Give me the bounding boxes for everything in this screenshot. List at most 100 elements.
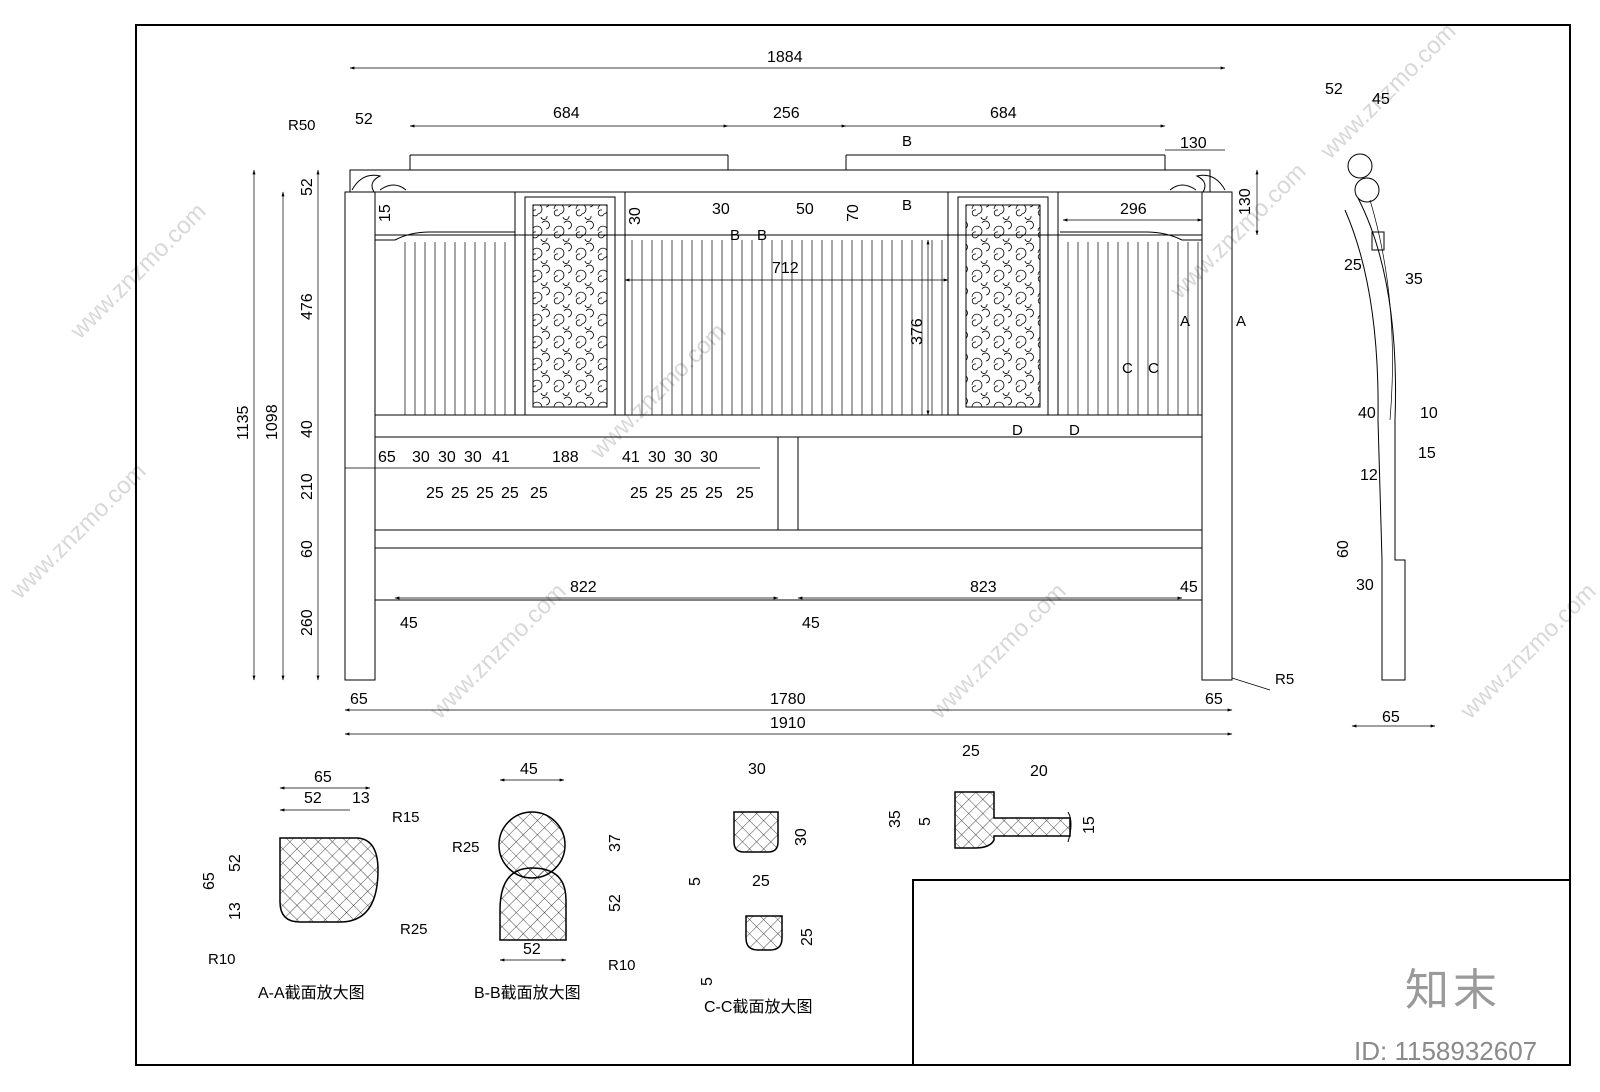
dim-slat-height: 376 <box>909 318 926 345</box>
dim-top-right: 130 <box>1180 135 1207 152</box>
section-mark: D <box>1069 422 1080 439</box>
radius-label: R50 <box>288 117 316 134</box>
dim-left-height: 60 <box>299 540 316 558</box>
dim-bottom: 65 <box>1205 691 1223 708</box>
dim-total-height: 1098 <box>264 404 281 440</box>
foot-radius: R5 <box>1275 671 1294 688</box>
side-dim: 65 <box>1382 709 1400 726</box>
dim-leg-offset: 45 <box>1180 579 1198 596</box>
side-dim: 15 <box>1418 445 1436 462</box>
cc-dim: 30 <box>748 761 766 778</box>
dim-total-height: 1135 <box>235 405 252 440</box>
front-view <box>344 154 1233 681</box>
spacing-25-label: 25 <box>530 485 548 502</box>
corner-carving <box>351 174 407 193</box>
section-mark: B <box>902 197 912 214</box>
section-mark: B <box>902 133 912 150</box>
joint-dim: 25 <box>962 743 980 760</box>
aa-caption: A-A截面放大图 <box>258 984 365 1002</box>
dim-center-span: 712 <box>772 260 799 277</box>
section-mark: B <box>757 227 767 244</box>
left-post <box>344 191 376 681</box>
side-dim: 10 <box>1420 405 1438 422</box>
spacing-25-label: 25 <box>426 485 444 502</box>
dim-overall-bottom: 1910 <box>770 715 806 732</box>
dim-lower-mid: 41 <box>622 449 640 466</box>
aa-dim: 65 <box>314 769 332 786</box>
side-dim: 45 <box>1372 91 1390 108</box>
bb-dim: 45 <box>520 761 538 778</box>
cc-dim: 30 <box>793 828 810 846</box>
side-dim: 35 <box>1405 271 1423 288</box>
dim-rail-offset: 15 <box>377 204 394 222</box>
spacing-25-label: 25 <box>705 485 723 502</box>
drawing-border <box>135 24 1571 1066</box>
bb-dim: 52 <box>523 941 541 958</box>
joint-dim: 5 <box>917 817 934 826</box>
dim-leg-offset: 45 <box>400 615 418 632</box>
carved-panel-right <box>957 196 1049 416</box>
aa-dim: 52 <box>304 790 322 807</box>
front-dimensions: 1884 684 256 684 52 R50 130 52 476 40 21… <box>235 49 1294 736</box>
section-mark: C <box>1122 360 1133 377</box>
dim-left-height: 476 <box>299 293 316 320</box>
watermark-text: www.znzmo.com <box>1454 578 1600 725</box>
dim-top-seg: 684 <box>553 105 580 122</box>
cc-dim: 25 <box>752 873 770 890</box>
side-dim: 25 <box>1344 257 1362 274</box>
dim-left-height: 40 <box>299 420 316 438</box>
dim-left-height: 260 <box>299 609 316 636</box>
bb-radius: R10 <box>608 957 636 974</box>
dim-lower-left: 30 <box>412 449 430 466</box>
section-mark: C <box>1148 360 1159 377</box>
dim-lower-mid: 30 <box>674 449 692 466</box>
bb-radius: R25 <box>452 839 480 856</box>
dim-lower-span: 822 <box>570 579 597 596</box>
dim-lower-left: 30 <box>464 449 482 466</box>
carved-panel-left <box>524 196 616 416</box>
side-dimensions: 52 45 25 35 40 10 15 12 60 30 65 <box>1325 81 1438 728</box>
joint-dim: 35 <box>887 810 904 828</box>
section-mark: A <box>1236 313 1246 330</box>
spacing-25-label: 25 <box>736 485 754 502</box>
dim-gap: 30 <box>627 207 644 225</box>
section-mark: A <box>1180 313 1190 330</box>
aa-dim: 65 <box>201 872 218 890</box>
watermark-text: www.znzmo.com <box>4 458 151 605</box>
dim-lower-mid: 30 <box>648 449 666 466</box>
cc-dim: 25 <box>799 928 816 946</box>
spacing-25-label: 25 <box>680 485 698 502</box>
dim-overall-top: 1884 <box>767 49 803 66</box>
dim-top-seg: 684 <box>990 105 1017 122</box>
aa-dim: 13 <box>352 790 370 807</box>
dim-lower-left: 188 <box>552 449 579 466</box>
dim-lower-span: 823 <box>970 579 997 596</box>
side-dim: 30 <box>1356 577 1374 594</box>
bb-caption: B-B截面放大图 <box>474 984 581 1002</box>
watermark-text: www.znzmo.com <box>1164 158 1311 305</box>
spacing-25-label: 25 <box>501 485 519 502</box>
spacing-25-label: 25 <box>451 485 469 502</box>
cc-dim: 5 <box>699 977 716 986</box>
dim-lower-mid: 30 <box>700 449 718 466</box>
dim-top-seg: 256 <box>773 105 800 122</box>
slats-center <box>631 240 943 415</box>
dim-top-left: 52 <box>355 111 373 128</box>
joint-dim: 20 <box>1030 763 1048 780</box>
joint-detail: 25 20 35 5 15 <box>887 743 1098 849</box>
dim-right-rail: 130 <box>1237 188 1254 215</box>
aa-radius: R10 <box>208 951 236 968</box>
watermark-text: www.znzmo.com <box>64 198 211 345</box>
bb-dim: 52 <box>607 894 624 912</box>
spacing-25-label: 25 <box>630 485 648 502</box>
aa-radius: R15 <box>392 809 420 826</box>
spacing-25-label: 25 <box>476 485 494 502</box>
side-dim: 40 <box>1358 405 1376 422</box>
slats-left <box>404 242 506 415</box>
side-dim: 52 <box>1325 81 1343 98</box>
dim-lower-left: 41 <box>492 449 510 466</box>
brand-logo: 知末 <box>1405 966 1501 1015</box>
dim-leg-offset: 45 <box>802 615 820 632</box>
